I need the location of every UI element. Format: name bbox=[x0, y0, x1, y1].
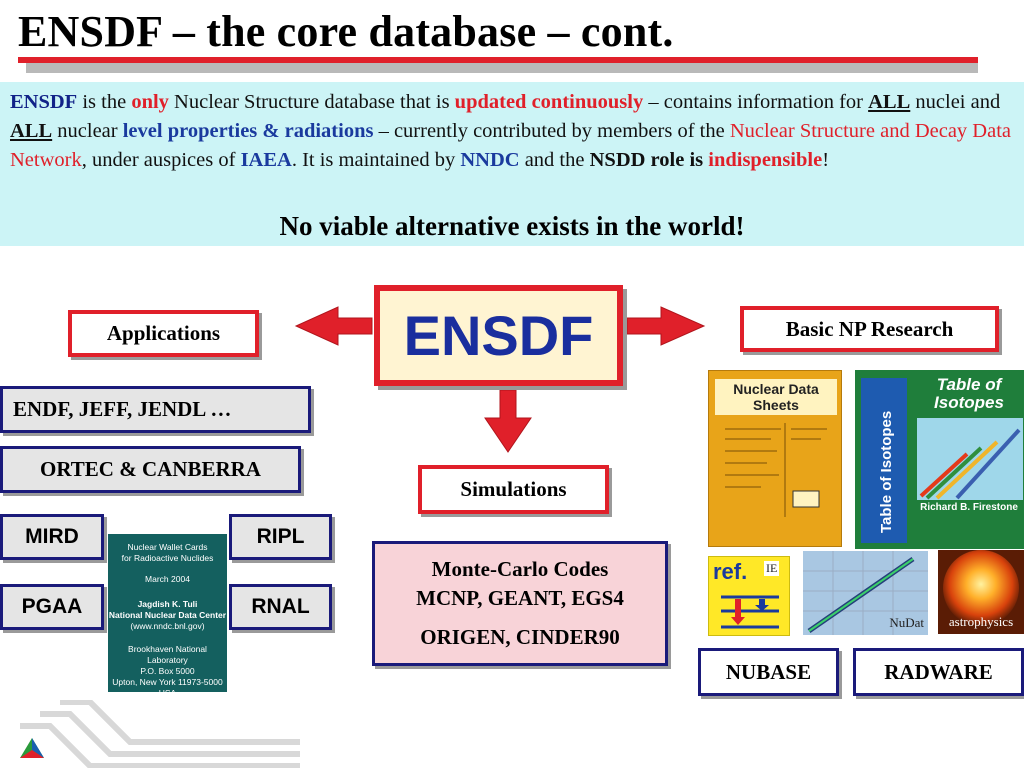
ref-image: ref. IE bbox=[708, 556, 790, 636]
ripl-box: RIPL bbox=[229, 514, 332, 560]
ie-label: IE bbox=[764, 561, 780, 576]
info-text: nuclear bbox=[52, 120, 123, 142]
info-text: , under auspices of bbox=[81, 149, 241, 171]
info-paragraph: ENSDF is the only Nuclear Structure data… bbox=[10, 88, 1014, 175]
wallet-line: Nuclear Wallet Cards bbox=[127, 542, 208, 552]
wallet-line: Upton, New York 11973-5000 bbox=[112, 677, 223, 687]
mird-box: MIRD bbox=[0, 514, 104, 560]
wallet-line: for Radioactive Nuclides bbox=[121, 553, 214, 563]
info-text: ! bbox=[822, 149, 830, 171]
info-text: is the bbox=[77, 91, 132, 113]
table-of-isotopes-cover: Table of Isotopes Table of Isotopes Rich… bbox=[855, 370, 1024, 549]
nudat-image: NuDat bbox=[803, 551, 928, 635]
ortec-canberra-box: ORTEC & CANBERRA bbox=[0, 446, 301, 493]
footer-decoration bbox=[20, 700, 300, 768]
wallet-line: (www.nndc.bnl.gov) bbox=[130, 621, 205, 631]
nubase-box: NUBASE bbox=[698, 648, 839, 696]
slide-title: ENSDF – the core database – cont. bbox=[18, 7, 674, 56]
applications-box: Applications bbox=[68, 310, 259, 357]
ensdf-center-box: ENSDF bbox=[374, 285, 623, 386]
info-updated: updated continuously bbox=[454, 91, 644, 113]
mc-line-2: MCNP, GEANT, EGS4 bbox=[416, 586, 624, 610]
info-panel bbox=[0, 82, 1024, 246]
wallet-line: Brookhaven National Laboratory bbox=[128, 644, 207, 665]
ref-levels-graphic bbox=[721, 595, 779, 629]
logo-icon bbox=[20, 738, 44, 758]
title-underline bbox=[18, 57, 978, 63]
astro-star bbox=[943, 550, 1019, 626]
wallet-line: March 2004 bbox=[145, 574, 190, 584]
radware-box: RADWARE bbox=[853, 648, 1024, 696]
info-text: nuclei and bbox=[910, 91, 1001, 113]
toi-cover-author: Richard B. Firestone bbox=[920, 502, 1018, 513]
info-only: only bbox=[131, 91, 169, 113]
toi-cover-spine: Table of Isotopes bbox=[861, 378, 907, 543]
astrophysics-image: astrophysics bbox=[938, 550, 1024, 634]
mc-line-1: Monte-Carlo Codes bbox=[431, 557, 609, 581]
nudat-chart bbox=[803, 551, 928, 635]
wallet-line: USA bbox=[158, 688, 177, 698]
rnal-box: RNAL bbox=[229, 584, 332, 630]
monte-carlo-box: Monte-Carlo Codes MCNP, GEANT, EGS4 ORIG… bbox=[372, 541, 668, 666]
arrow-down bbox=[484, 389, 532, 453]
info-conclusion: No viable alternative exists in the worl… bbox=[279, 211, 745, 241]
info-all-2: ALL bbox=[10, 120, 53, 142]
info-text: and the bbox=[519, 149, 590, 171]
info-network: Nuclear Structure and Decay Data Network bbox=[10, 120, 1011, 171]
info-iaea: IAEA bbox=[240, 149, 292, 171]
info-text: – currently contributed by members of th… bbox=[373, 120, 730, 142]
toi-cover-title: Table of Isotopes bbox=[934, 375, 1004, 412]
endf-box: ENDF, JEFF, JENDL … bbox=[0, 386, 311, 433]
info-text: . It is maintained by bbox=[291, 149, 461, 171]
simulations-box: Simulations bbox=[418, 465, 609, 514]
info-text: – contains information for bbox=[643, 91, 869, 113]
nuclear-data-sheets-cover: Nuclear Data Sheets bbox=[708, 370, 842, 547]
basic-np-research-box: Basic NP Research bbox=[740, 306, 999, 352]
nds-cover-lines bbox=[725, 423, 827, 517]
info-nsdd: NSDD role is bbox=[589, 149, 709, 171]
info-all-1: ALL bbox=[868, 91, 911, 113]
wallet-line: Jagdish K. Tuli bbox=[137, 599, 198, 609]
astro-label: astrophysics bbox=[948, 614, 1014, 629]
ref-label: ref. bbox=[713, 559, 748, 584]
pgaa-box: PGAA bbox=[0, 584, 104, 630]
wallet-cards-image: Nuclear Wallet Cards for Radioactive Nuc… bbox=[108, 534, 227, 698]
info-level-properties: level properties & radiations bbox=[122, 120, 374, 142]
svg-text:Table of Isotopes: Table of Isotopes bbox=[878, 411, 895, 533]
title-underline-shadow bbox=[26, 61, 978, 73]
info-text: Nuclear Structure database that is bbox=[168, 91, 455, 113]
arrow-right bbox=[626, 306, 706, 346]
arrow-left bbox=[294, 306, 373, 346]
wallet-line: National Nuclear Data Center bbox=[108, 610, 227, 620]
info-indispensible: indispensible bbox=[708, 149, 823, 171]
nudat-label: NuDat bbox=[889, 615, 924, 630]
wallet-line: P.O. Box 5000 bbox=[140, 666, 195, 676]
info-nndc: NNDC bbox=[460, 149, 520, 171]
mc-line-3: ORIGEN, CINDER90 bbox=[420, 625, 620, 649]
nds-cover-title: Nuclear Data Sheets bbox=[715, 379, 837, 415]
info-ensdf: ENSDF bbox=[10, 91, 78, 113]
toi-cover-chart bbox=[917, 418, 1023, 500]
